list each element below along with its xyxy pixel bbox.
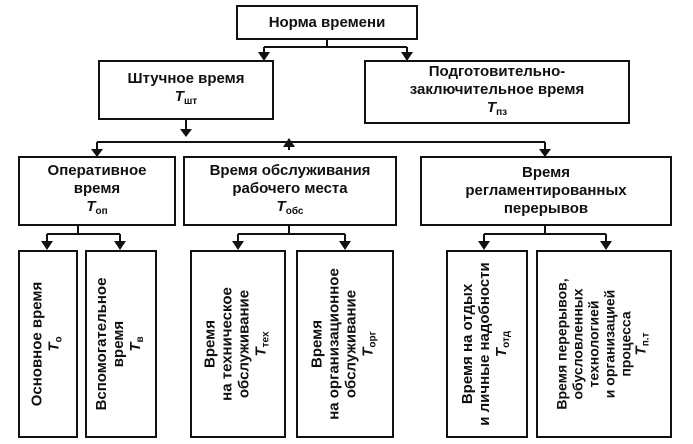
arrow-to-org-service [339,241,351,250]
breaks-time-box: Время регламентированных перерывов [420,156,672,226]
aux-time-line1: Вспомогательное [93,277,110,411]
main-time-symbol: Tо [45,336,65,352]
aux-time-line2: время [110,320,127,368]
tproc-time-box: Время перерывов, обусловленных технологи… [536,250,672,438]
org-service-symbol: Tорг [359,331,379,357]
arrow-to-aux-time [114,241,126,250]
service-time-line2: рабочего места [232,179,348,197]
norm-time-label: Норма времени [268,13,386,31]
tech-service-symbol: Tтех [252,331,272,357]
tproc-time-line2: обусловленных [569,288,586,400]
tech-service-line2: на техническое [218,287,236,401]
main-time-box: Основное время Tо [18,250,78,438]
prep-time-box: Подготовительно- заключительное время Tп… [364,60,630,124]
tech-service-line3: обслуживание [235,289,253,399]
operative-time-symbol: Tоп [86,197,108,217]
tproc-time-line1: Время перерывов, [553,278,570,410]
aux-time-box: Вспомогательное время Tв [85,250,157,438]
arrow-to-main-time [41,241,53,250]
tech-service-box: Время на техническое обслуживание Tтех [190,250,286,438]
prep-time-line1: Подготовительно- [428,62,566,80]
org-service-line1: Время [308,320,326,369]
norm-time-box: Норма времени [236,5,418,40]
tproc-time-line4: и организацией [601,289,618,399]
service-time-line1: Время обслуживания [209,161,371,179]
arrow-to-tech-service [232,241,244,250]
aux-time-symbol: Tв [127,336,146,352]
arrow-to-rest-time [478,241,490,250]
arrow-to-prep-time [401,52,413,61]
tech-service-line1: Время [201,320,219,369]
rest-time-symbol: Tотд [493,330,512,358]
breaks-time-line3: перерывов [503,200,589,217]
operative-time-line2: время [73,179,121,197]
prep-time-symbol: Tпз [486,98,508,118]
tproc-time-line3: технологией [585,300,602,388]
arrow-to-tproc-time [600,241,612,250]
piece-time-box: Штучное время Tшт [98,60,274,120]
arrow-up-service [283,138,295,147]
rest-time-line1: Время на отдых [459,283,476,405]
breaks-time-line2: регламентированных [465,182,627,199]
operative-time-box: Оперативное время Tоп [18,156,176,226]
operative-time-line1: Оперативное [47,161,147,179]
rest-time-box: Время на отдых и личные надобности Tотд [446,250,528,438]
piece-time-label: Штучное время [127,69,245,87]
org-service-line2: на организационное [325,268,343,420]
arrow-down-piece-time [180,129,192,137]
rest-time-line2: и личные надобности [476,262,493,426]
tproc-time-symbol: Tп.т [632,332,652,356]
service-time-box: Время обслуживания рабочего места Tобс [183,156,397,226]
breaks-time-line1: Время [522,164,570,181]
org-service-box: Время на организационное обслуживание Tо… [296,250,394,438]
prep-time-line2: заключительное время [409,80,585,98]
arrow-to-piece-time [258,52,270,61]
arrow-to-breaks [539,149,551,157]
tproc-time-line5: процесса [617,311,634,377]
piece-time-symbol: Tшт [174,87,198,107]
org-service-line3: обслуживание [342,289,360,399]
main-time-line1: Основное время [28,281,46,407]
arrow-to-operative [91,149,103,157]
service-time-symbol: Tобс [276,197,304,217]
